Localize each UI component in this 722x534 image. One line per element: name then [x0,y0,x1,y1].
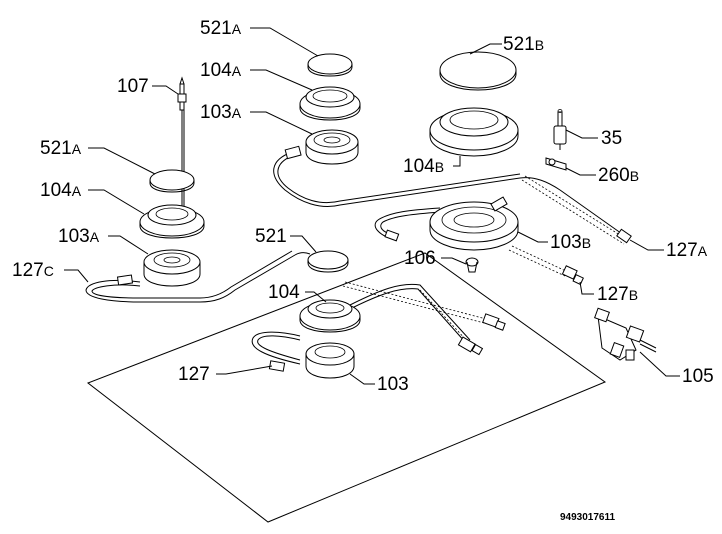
label-521a-left: 521A [40,138,82,159]
label-521: 521 [255,226,287,247]
label-35: 35 [601,128,622,149]
burner-b [429,51,519,251]
burner-a-top [284,53,361,165]
gas-pipes [85,151,632,372]
drawing-code: 9493017611 [560,512,616,523]
label-104a-top: 104A [200,60,242,81]
label-104a-left: 104A [40,180,82,201]
label-104b: 104B [403,156,444,177]
label-103: 103 [377,374,409,395]
label-127c: 127C [12,260,54,281]
gas-valve [594,307,657,361]
label-127a: 127A [666,240,708,261]
igniter-electrode [553,109,567,150]
hob-plate-outline [86,252,607,523]
label-127: 127 [178,364,210,385]
label-521a-top: 521A [200,18,242,39]
leader-lines [64,27,680,385]
clip-260b [545,157,567,171]
part-labels: 521A 104A 103A 107 521A 104A 103A 127C 5… [12,18,714,523]
burner-center [299,250,361,379]
label-260b: 260B [598,165,639,186]
injector [465,257,479,273]
label-104: 104 [268,282,300,303]
label-103a-top: 103A [200,102,242,123]
label-105: 105 [682,366,714,387]
label-127b: 127B [597,284,638,305]
label-106: 106 [404,248,436,269]
label-103b: 103B [550,232,591,253]
label-103a-left: 103A [58,226,100,247]
label-521b: 521B [503,34,544,55]
burner-a-left [139,76,205,287]
label-107: 107 [117,76,149,97]
